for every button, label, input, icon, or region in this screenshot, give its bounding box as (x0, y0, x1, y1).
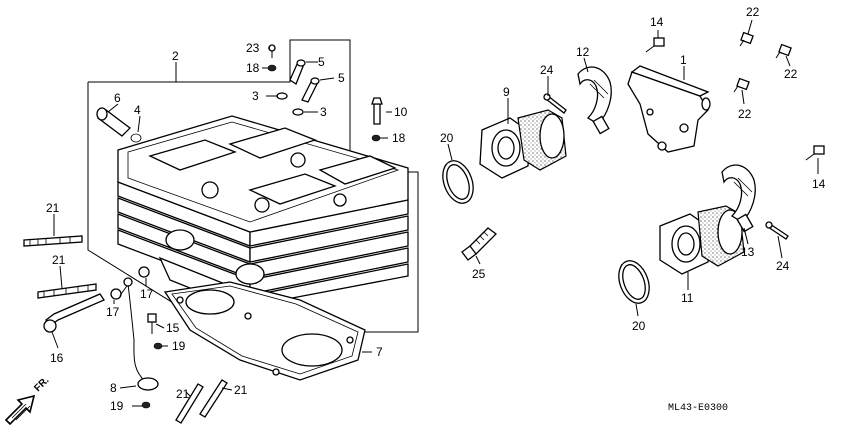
callout-9: 9 (503, 85, 510, 99)
callout-18a: 18 (246, 61, 260, 75)
direction-label: FR. (32, 375, 51, 394)
callout-20b: 20 (632, 319, 646, 333)
callout-21c: 21 (176, 387, 190, 401)
intake-insulator-11 (659, 205, 745, 275)
callout-21a: 21 (46, 201, 60, 215)
intake-insulator-9 (479, 109, 567, 179)
callout-12: 12 (576, 45, 590, 59)
callout-16: 16 (50, 351, 64, 365)
callout-24b: 24 (776, 259, 790, 273)
diagram-code: ML43-E0300 (668, 403, 728, 414)
callout-25: 25 (472, 267, 486, 281)
callout-23: 23 (246, 41, 260, 55)
spark-plug (461, 227, 497, 261)
callout-18b: 18 (392, 131, 406, 145)
callout-22c: 22 (738, 107, 752, 121)
callout-17b: 17 (140, 287, 154, 301)
small-bolts (543, 31, 825, 240)
callout-13: 13 (741, 245, 755, 259)
callout-19b: 19 (110, 399, 124, 413)
callout-21d: 21 (234, 383, 248, 397)
callout-7: 7 (376, 345, 383, 359)
callout-10: 10 (394, 105, 408, 119)
callout-1: 1 (680, 53, 687, 67)
callout-19a: 19 (172, 339, 186, 353)
cylinder-head (117, 115, 409, 313)
callout-20a: 20 (440, 131, 454, 145)
callout-21b: 21 (52, 253, 66, 267)
callout-17a: 17 (106, 305, 120, 319)
front-direction-indicator: FR. (4, 375, 52, 426)
callout-22b: 22 (784, 67, 798, 81)
leader-lines (51, 19, 819, 407)
callout-5a: 5 (318, 55, 325, 69)
callout-14a: 14 (650, 15, 664, 29)
callout-4: 4 (134, 103, 141, 117)
callout-3b: 3 (320, 105, 327, 119)
callout-6: 6 (114, 91, 121, 105)
callout-14b: 14 (812, 177, 826, 191)
hose-clamps (577, 66, 756, 233)
intake-bracket (627, 65, 711, 153)
callout-24a: 24 (540, 63, 554, 77)
callout-8: 8 (110, 381, 117, 395)
callout-labels: 1 2 3 3 4 5 5 6 7 8 9 10 11 12 13 14 14 … (46, 5, 826, 413)
valve-guides (96, 44, 383, 143)
callout-11: 11 (681, 291, 694, 305)
callout-5b: 5 (338, 71, 345, 85)
callout-22a: 22 (746, 5, 760, 19)
o-rings (442, 160, 650, 304)
misc-fasteners (43, 266, 163, 409)
callout-3a: 3 (252, 89, 259, 103)
studs (23, 235, 228, 424)
callout-2: 2 (172, 49, 179, 63)
callout-15: 15 (166, 321, 180, 335)
head-gasket (163, 281, 366, 381)
